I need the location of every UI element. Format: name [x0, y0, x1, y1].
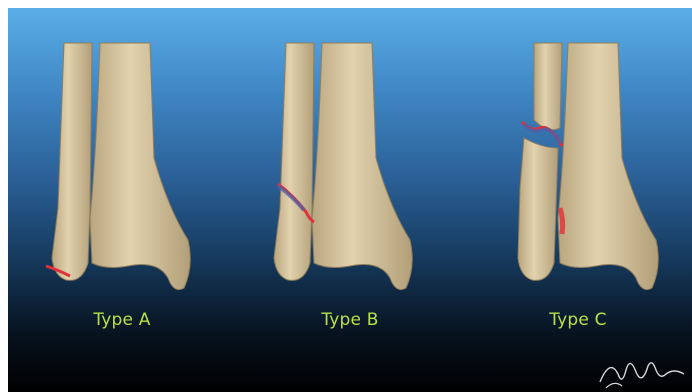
label-type-c: Type C [464, 310, 692, 330]
diagram-stage: Type A Type B [8, 8, 692, 392]
panel-type-a: Type A [8, 8, 236, 392]
bone-illustration-type-c [464, 8, 692, 308]
label-type-a: Type A [8, 310, 236, 330]
panel-type-b: Type B [236, 8, 464, 392]
bone-illustration-type-b [236, 8, 464, 308]
panel-type-c: Type C [464, 8, 692, 392]
syndesmosis-injury [560, 208, 563, 234]
bone-illustration-type-a [8, 8, 236, 308]
label-type-b: Type B [236, 310, 464, 330]
signature-mark [596, 352, 686, 392]
